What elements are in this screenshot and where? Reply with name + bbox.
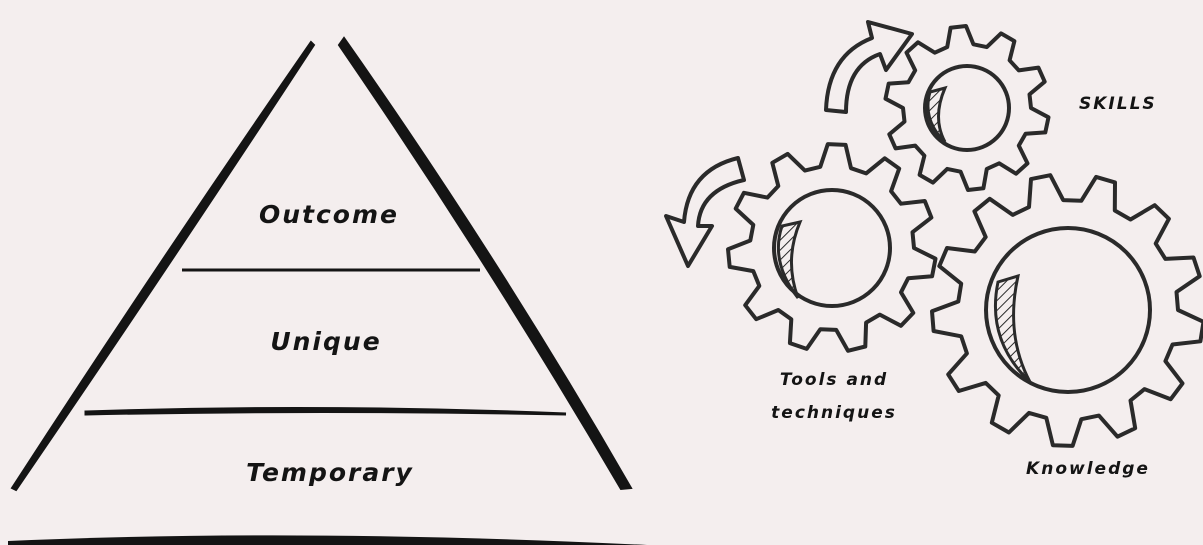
tier-label-outcome: Outcome	[259, 200, 399, 229]
pyramid-left-edge	[10, 40, 316, 492]
tools-gear-icon	[726, 142, 938, 353]
gears-illustration: SKILLS Tools and techniques Knowledge	[664, 20, 1203, 479]
rotate-arrow-top-icon	[824, 20, 914, 114]
tier-label-unique: Unique	[270, 327, 381, 356]
tools-label-line2: techniques	[771, 403, 897, 423]
skills-label: SKILLS	[1079, 94, 1157, 114]
rotate-arrow-left-icon	[664, 156, 746, 268]
skills-gear-icon	[883, 24, 1051, 192]
knowledge-gear-icon	[930, 173, 1203, 448]
pyramid-divider-lower	[84, 406, 567, 416]
knowledge-label: Knowledge	[1026, 459, 1150, 479]
pyramid: Outcome Unique Temporary	[8, 36, 647, 545]
tools-label-line1: Tools and	[780, 370, 888, 390]
pyramid-base	[8, 535, 647, 545]
tier-label-temporary: Temporary	[246, 458, 414, 487]
pyramid-right-edge	[337, 36, 633, 491]
